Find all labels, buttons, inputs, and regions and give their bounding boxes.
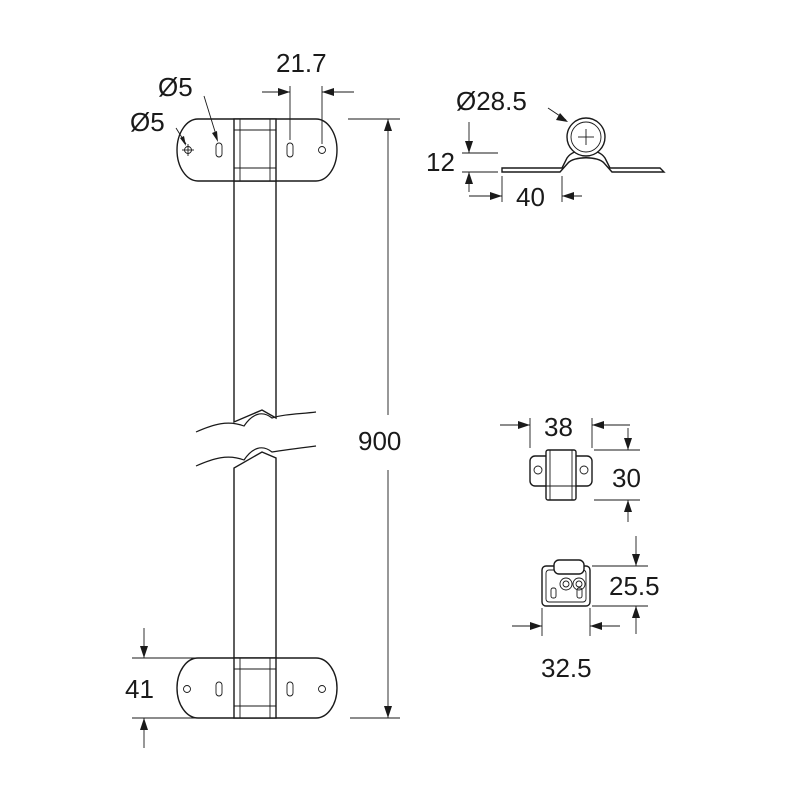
dim-total-length: 900: [358, 426, 401, 456]
dim-900-lines: [348, 118, 400, 719]
dim-holder-width: 32.5: [541, 653, 592, 683]
rail-main-view: Ø5 Ø5 21.7 900: [125, 48, 401, 748]
dim-21-7-lines: [262, 86, 354, 144]
dim-flange-width: 41: [125, 674, 154, 704]
holder-view: [512, 536, 648, 636]
rail-tube-upper: [233, 177, 277, 424]
top-slot-left: [215, 142, 223, 158]
dim-tube-dia: Ø28.5: [456, 86, 527, 116]
bottom-mounting-flange: [176, 657, 338, 719]
top-hole-right: [318, 146, 326, 154]
dim-slot-offset: 21.7: [276, 48, 327, 78]
bottom-hole-right: [318, 685, 326, 693]
rail-tube-lower: [233, 451, 277, 661]
dim-hole-dia-slot: Ø5: [158, 72, 193, 102]
break-line-upper: [195, 411, 317, 433]
slider-body: [545, 449, 577, 501]
dim-clip-height: 12: [426, 147, 455, 177]
bottom-slot-left: [215, 681, 223, 697]
dim-clip-width: 40: [516, 182, 545, 212]
slider-view: [500, 418, 640, 522]
dim-holder-height: 25.5: [609, 571, 660, 601]
dim-slider-height: 30: [612, 463, 641, 493]
dim-41-lines: [132, 628, 230, 748]
bottom-hole-left: [183, 685, 191, 693]
dim-hole-dia-outer: Ø5: [130, 107, 165, 137]
dim-slider-width: 38: [544, 412, 573, 442]
top-slot-right: [286, 142, 294, 158]
hole-dia-leaders: [175, 95, 218, 146]
clip-side-view: [462, 107, 666, 202]
top-mounting-flange: [176, 118, 338, 182]
holder-clamp: [553, 559, 585, 575]
bottom-slot-right: [286, 681, 294, 697]
break-line-lower: [195, 445, 317, 467]
